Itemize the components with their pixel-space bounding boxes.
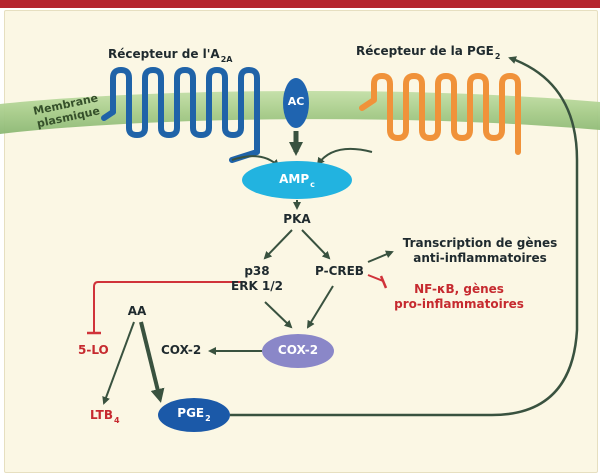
- pcreb-label: P-CREB: [315, 264, 364, 278]
- a2a-receptor-label: Récepteur de l'A2A: [108, 47, 233, 64]
- a2a-receptor: [110, 67, 260, 163]
- pge2-receptor-label: Récepteur de la PGE2: [356, 44, 501, 61]
- pge2-receptor: [359, 73, 521, 155]
- amp-oval: [242, 161, 352, 199]
- transcription-label: Transcription de gènes anti-inflammatoir…: [402, 236, 558, 265]
- ac-oval: [283, 78, 309, 128]
- amp-label: AMPc: [279, 172, 315, 189]
- pge2-oval-label: PGE2: [177, 406, 211, 423]
- pge2-oval: [158, 398, 230, 432]
- arrow-pge2-to-amp: [316, 148, 373, 166]
- cox2-text-label: COX-2: [161, 343, 202, 357]
- cox2-oval-label: COX-2: [277, 343, 319, 357]
- five-lo-label: 5-LO: [78, 343, 109, 357]
- cox2-oval: [262, 334, 334, 368]
- feedback-arrow: [230, 56, 579, 417]
- pka-label: PKA: [283, 212, 311, 226]
- ltb4-label: LTB4: [90, 408, 120, 425]
- aa-label: AA: [127, 304, 147, 318]
- p38-erk-label: p38 ERK 1/2: [231, 264, 283, 293]
- top-bar: [0, 0, 600, 8]
- nfkb-label: NF-κB, gènes pro-inflammatoires: [394, 282, 524, 311]
- ac-label: AC: [287, 95, 305, 108]
